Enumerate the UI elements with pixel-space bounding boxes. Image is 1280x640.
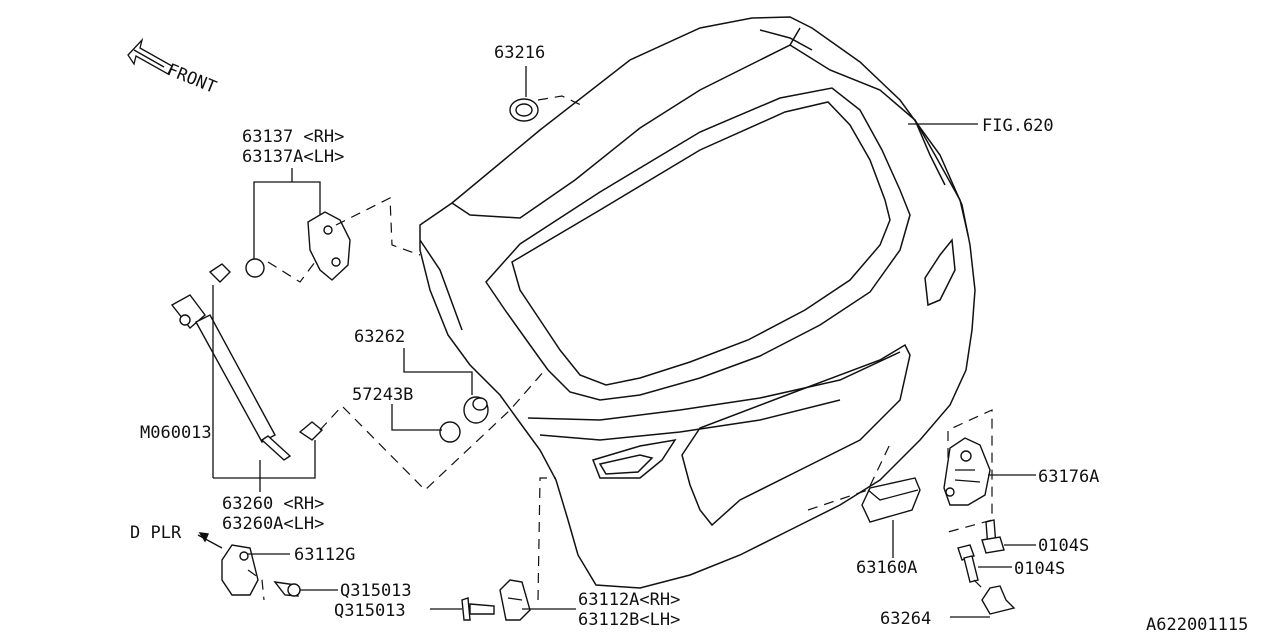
label-63137a-lh: 63137A<LH> xyxy=(242,147,344,167)
label-63176a: 63176A xyxy=(1038,467,1099,487)
license-lamp-63160a xyxy=(861,477,921,523)
label-m060013: M060013 xyxy=(140,423,212,443)
label-63264: 63264 xyxy=(880,609,931,629)
bolt-q315013-b xyxy=(461,597,495,621)
label-63160a: 63160A xyxy=(856,558,917,578)
figure-id: A622001115 xyxy=(1146,615,1248,635)
label-63216: 63216 xyxy=(494,43,545,63)
label-q315013-b: Q315013 xyxy=(334,601,406,621)
bolt-0104s-b xyxy=(957,544,979,583)
gas-strut-63260 xyxy=(170,263,324,461)
label-q315013-a: Q315013 xyxy=(340,581,412,601)
label-57243b: 57243B xyxy=(352,385,413,405)
bolt-q315013 xyxy=(273,581,301,597)
label-63260-rh: 63260 <RH> xyxy=(222,494,324,514)
label-63112b-lh: 63112B<LH> xyxy=(578,610,680,630)
label-0104s-b: 0104S xyxy=(1014,559,1065,579)
label-63137-rh: 63137 <RH> xyxy=(242,127,344,147)
liftgate-body xyxy=(419,16,976,589)
striker-63112g xyxy=(221,544,265,601)
front-arrow-icon xyxy=(127,37,173,75)
label-fig620: FIG.620 xyxy=(982,116,1054,136)
bumper-63262 xyxy=(439,396,489,443)
striker-63112a xyxy=(499,579,531,621)
label-63112g: 63112G xyxy=(294,545,355,565)
label-63262: 63262 xyxy=(354,327,405,347)
label-63260a-lh: 63260A<LH> xyxy=(222,514,324,534)
label-0104s-a: 0104S xyxy=(1038,536,1089,556)
label-dplr: D PLR xyxy=(130,523,182,543)
front-label: FRONT xyxy=(164,60,219,98)
label-63112a-rh: 63112A<RH> xyxy=(578,590,680,610)
clip-63264 xyxy=(973,579,1016,615)
latch-63176a xyxy=(943,437,991,506)
bolt-0104s-a xyxy=(981,519,1005,554)
hinge-63137 xyxy=(245,211,351,281)
grommet-63216 xyxy=(509,95,584,122)
